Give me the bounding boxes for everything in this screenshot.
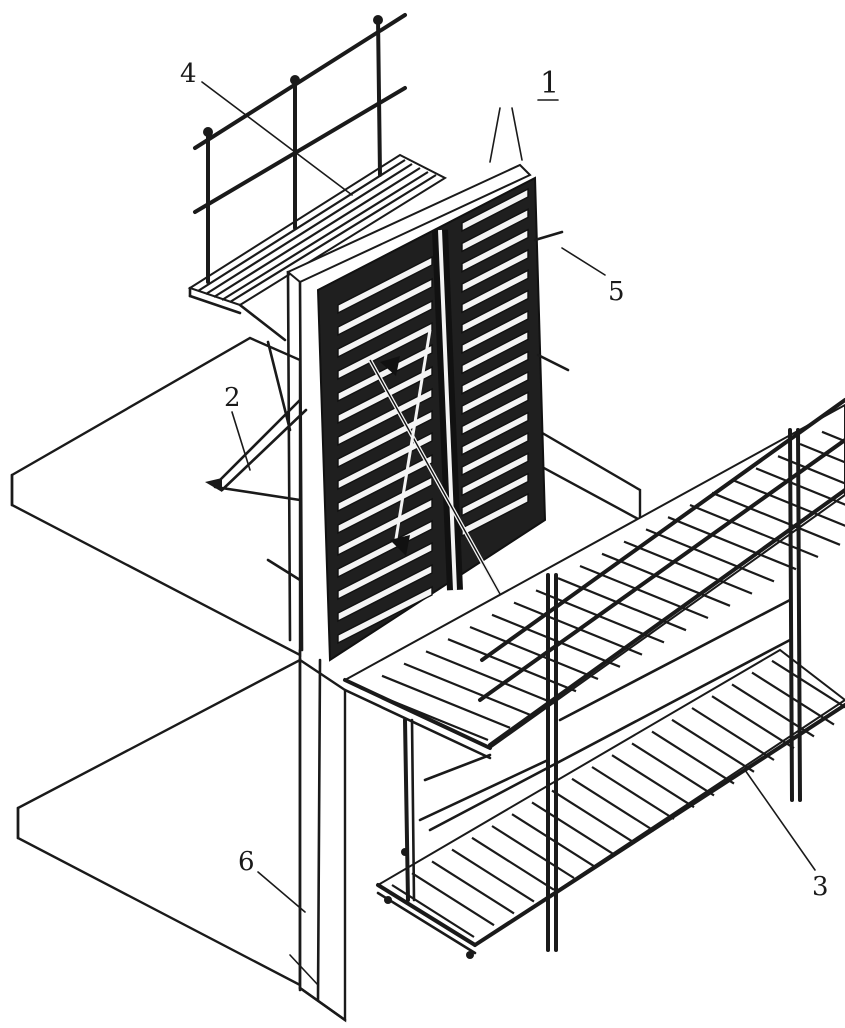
panel-rib	[461, 289, 529, 334]
deck-plank	[451, 848, 535, 903]
diagonal-support	[205, 303, 308, 582]
panel-rib	[337, 541, 433, 601]
formwork-panel	[286, 163, 570, 662]
deck-plank	[651, 730, 735, 785]
platform-plank	[469, 625, 599, 681]
deck-plank	[671, 718, 755, 773]
panel-rib	[337, 585, 433, 645]
deck-plank	[411, 872, 495, 927]
platform-plank	[645, 528, 775, 583]
panel-rib	[461, 431, 529, 477]
deck-plank	[611, 754, 695, 809]
panel-rib	[461, 309, 529, 355]
panel-ribs	[337, 187, 529, 645]
callout-3: 3	[812, 872, 829, 902]
panel-rib	[461, 411, 529, 456]
platform-plank	[601, 552, 731, 607]
panel-rib	[337, 365, 433, 425]
working-platform	[342, 398, 845, 760]
panel-rib	[337, 255, 433, 315]
deck-plank	[531, 801, 615, 856]
panel-rib	[461, 228, 529, 273]
platform-frame	[384, 428, 802, 959]
concrete-wall	[289, 648, 347, 1023]
panel-rib	[337, 277, 433, 337]
panel-rib	[461, 330, 529, 375]
callout-6: 6	[238, 847, 255, 877]
panel-rib	[337, 409, 433, 469]
deck-plank	[771, 659, 845, 709]
platform-plank	[711, 491, 841, 546]
platform-plank	[623, 540, 753, 595]
deck-plank	[551, 789, 635, 844]
platform-plank	[799, 442, 845, 464]
platform-plank	[425, 650, 555, 705]
leader-lines	[201, 81, 816, 913]
deck-plank	[471, 836, 555, 891]
upper-floor-slab	[10, 336, 302, 657]
lower-floor-slab	[16, 658, 302, 987]
deck-plank	[691, 707, 775, 761]
panel-rib	[337, 343, 433, 403]
deck-plank	[571, 777, 655, 832]
panel-rib	[337, 387, 433, 447]
panel-rib	[337, 475, 433, 535]
callout-2: 2	[224, 383, 241, 413]
panel-rib	[461, 350, 529, 395]
panel-rib	[337, 431, 433, 491]
callout-1: 1	[540, 66, 559, 101]
deck-plank	[591, 766, 675, 820]
deck-plank	[711, 695, 795, 750]
platform-plank	[667, 516, 797, 571]
panel-rib	[461, 269, 529, 314]
deck-plank	[511, 813, 595, 868]
platform-plank	[403, 662, 533, 717]
platform-plank	[755, 467, 845, 506]
panel-rib	[461, 391, 529, 436]
panel-rib	[461, 187, 529, 233]
callout-4: 4	[180, 59, 197, 89]
panel-rib	[337, 299, 433, 359]
callout-5: 5	[608, 277, 625, 307]
deck-plank	[431, 860, 515, 915]
deck-plank	[391, 884, 475, 938]
guardrail	[193, 13, 407, 284]
callout-labels: 1 2 3 4 5 6	[180, 59, 829, 902]
panel-rib	[337, 321, 433, 381]
panel-rib	[461, 208, 529, 253]
panel-rib	[461, 452, 529, 497]
panel-rib	[461, 472, 529, 517]
deck-plank	[491, 825, 575, 879]
platform-plank	[381, 674, 511, 729]
lower-deck	[376, 648, 845, 955]
panel-rib	[461, 370, 529, 416]
platform-planks-upper	[359, 430, 845, 742]
panel-rib	[461, 492, 529, 538]
panel-rib	[337, 519, 433, 579]
panel-rib	[337, 563, 433, 623]
top-platform	[187, 153, 448, 315]
deck-plank	[631, 742, 715, 797]
panel-rib	[461, 248, 529, 294]
